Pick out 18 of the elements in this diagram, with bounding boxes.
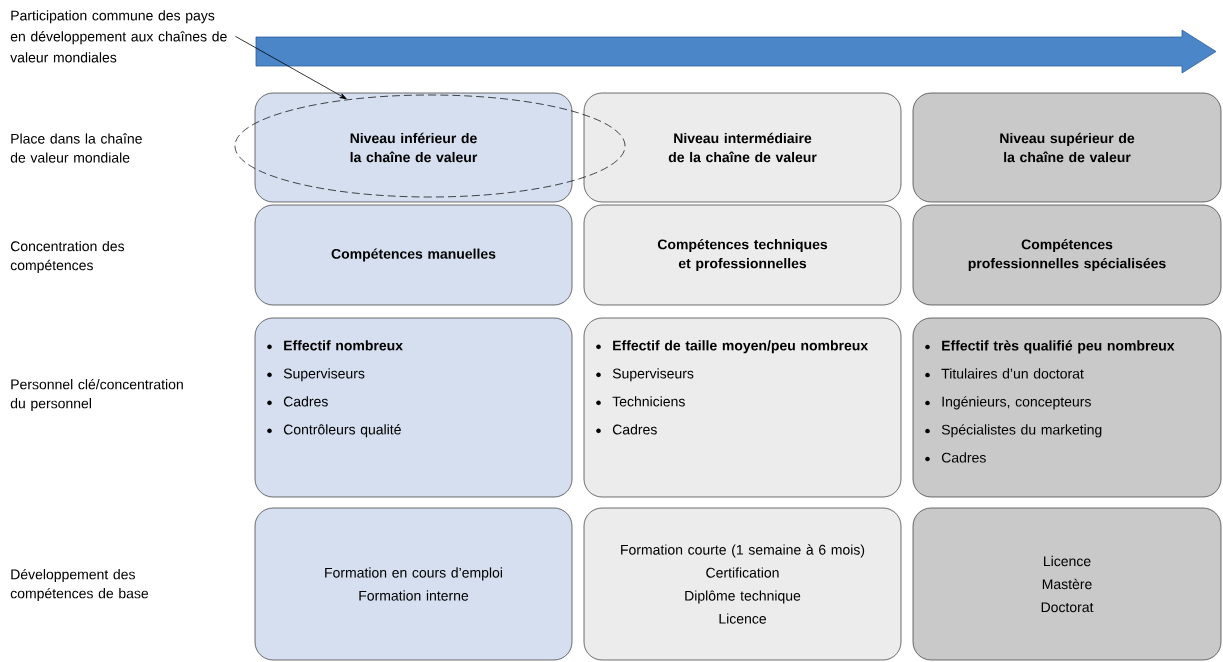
- level-box: Compétences professionnelles spécialisées: [912, 204, 1222, 306]
- leader-line: [235, 35, 347, 100]
- level-box: Formation courte (1 semaine à 6 mois) Certification Diplôme technique Licence: [583, 507, 902, 661]
- level-box: Effectif nombreux Superviseurs Cadres Contrôleurs qualité: [254, 317, 573, 498]
- level-box: Compétences manuelles: [254, 204, 573, 306]
- level-box: Effectif très qualifié peu nombreux Titulaires d’un doctorat Ingénieurs, concepteurs Spécialistes du marketing Cadres: [912, 317, 1222, 498]
- level-box: Niveau intermédiaire de la chaîne de valeur: [583, 92, 902, 203]
- level-box: Licence Mastère Doctorat: [912, 507, 1222, 661]
- level-box: Niveau supérieur de la chaîne de valeur: [912, 92, 1222, 203]
- row-label: Place dans la chaîne de valeur mondiale: [10, 133, 142, 163]
- level-box: Compétences techniques et professionnelles: [583, 204, 902, 306]
- dashed-ellipse: [234, 94, 626, 198]
- row-label: Personnel clé/concentration du personnel: [10, 378, 183, 412]
- row-label: Concentration des compétences: [10, 241, 125, 274]
- row-label: Développement des compétences de base: [10, 568, 149, 602]
- level-box: Formation en cours d’emploi Formation interne: [254, 507, 573, 661]
- annotation-text: Participation commune des pays en développement aux chaînes de valeur mondiales: [10, 10, 227, 63]
- level-box: Effectif de taille moyen/peu nombreux Superviseurs Techniciens Cadres: [583, 317, 902, 498]
